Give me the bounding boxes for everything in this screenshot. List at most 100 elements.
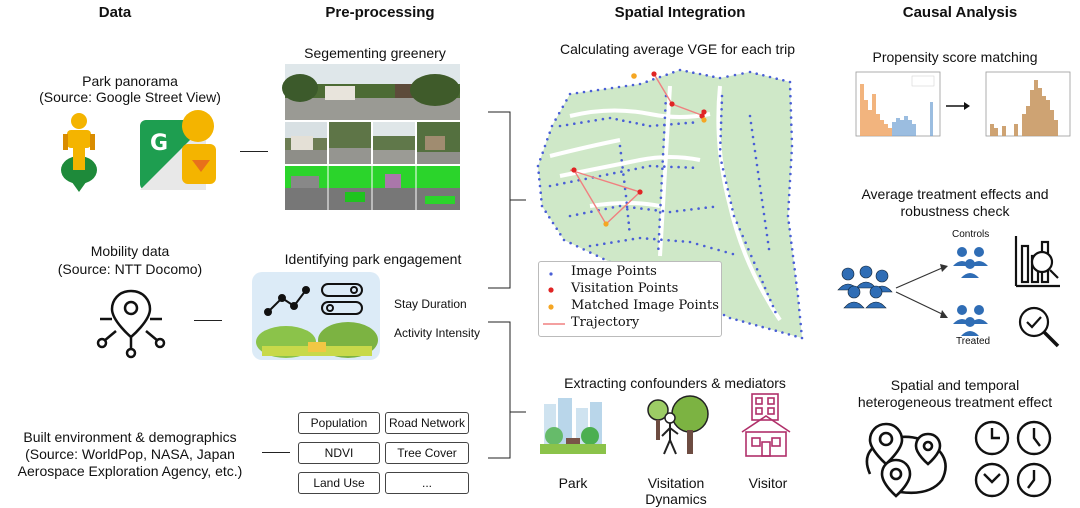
image-point — [763, 219, 767, 223]
image-point — [748, 322, 751, 325]
identifying-engagement-title: Identifying park engagement — [284, 251, 462, 267]
image-point — [575, 245, 579, 248]
image-point — [718, 76, 722, 80]
activity-intensity-label: Activity Intensity — [394, 326, 481, 340]
image-point — [726, 188, 730, 191]
image-point — [658, 225, 661, 229]
clocks-icon — [974, 420, 1052, 498]
image-point — [538, 178, 541, 181]
image-point — [660, 238, 663, 241]
image-point — [602, 257, 605, 261]
image-point — [613, 171, 616, 175]
stay-duration-label: Stay Duration — [394, 297, 467, 311]
psm-title: Propensity score matching — [872, 49, 1038, 65]
image-point — [795, 281, 798, 284]
dynamics-label: Dynamics — [645, 491, 707, 507]
image-point — [624, 239, 627, 242]
image-point — [794, 274, 797, 278]
visitor-label: Visitor — [748, 475, 788, 491]
image-point — [796, 294, 800, 298]
ate-title-1: Average treatment effects and — [861, 186, 1049, 202]
image-point — [653, 237, 656, 241]
image-point — [697, 207, 700, 210]
image-point — [588, 244, 592, 248]
built-environment-title: Built environment & demographics — [23, 429, 237, 445]
image-point — [692, 71, 695, 74]
image-point — [756, 170, 760, 174]
image-point — [620, 159, 623, 162]
image-point — [652, 78, 655, 81]
image-point — [704, 206, 707, 209]
image-point — [723, 174, 726, 178]
image-point — [563, 181, 566, 185]
image-point — [617, 85, 621, 89]
street-view-logo-icon: G — [140, 110, 216, 190]
image-point — [789, 102, 792, 105]
image-point — [788, 179, 792, 183]
image-point — [658, 218, 662, 221]
image-point — [751, 135, 755, 139]
image-point — [775, 77, 778, 80]
header-preprocessing: Pre-processing — [325, 4, 435, 21]
image-point — [754, 156, 758, 160]
image-point — [608, 116, 612, 120]
image-point — [665, 73, 668, 76]
built-environment-source-2: Aerospace Exploration Agency, etc.) — [17, 463, 243, 479]
image-point — [744, 241, 747, 244]
image-point — [795, 288, 799, 291]
image-point — [662, 138, 666, 141]
image-point — [575, 91, 579, 95]
image-point — [595, 243, 599, 247]
image-point — [698, 72, 702, 76]
image-point — [580, 121, 583, 124]
image-point — [660, 189, 663, 192]
image-point — [557, 111, 561, 115]
image-point — [797, 301, 800, 305]
image-point — [787, 221, 791, 224]
image-point — [684, 166, 687, 169]
image-point — [667, 239, 670, 242]
image-point — [558, 124, 562, 128]
image-point — [647, 208, 650, 211]
image-point — [638, 236, 642, 240]
image-point — [695, 242, 699, 246]
panorama-image — [282, 64, 460, 120]
image-point — [611, 206, 615, 209]
image-point — [726, 75, 729, 78]
park-map — [536, 68, 804, 340]
image-point — [662, 131, 666, 134]
image-point — [648, 124, 652, 128]
image-point — [663, 116, 667, 120]
image-point — [658, 75, 662, 79]
image-point — [627, 221, 630, 224]
image-point — [603, 242, 606, 245]
image-point — [790, 248, 794, 251]
image-point — [677, 165, 680, 169]
image-point — [789, 158, 793, 162]
image-point — [768, 75, 772, 79]
image-point — [631, 237, 635, 241]
image-point — [674, 239, 677, 243]
image-point — [618, 144, 622, 148]
image-point — [728, 316, 732, 320]
image-point — [675, 209, 679, 213]
header-data: Data — [98, 4, 132, 21]
image-point — [628, 228, 631, 231]
image-point — [719, 121, 723, 124]
image-point — [663, 123, 666, 127]
image-point — [548, 184, 552, 188]
segmentation-images-row — [285, 166, 460, 210]
image-point — [691, 121, 695, 124]
image-point — [774, 310, 777, 314]
image-point — [793, 268, 796, 271]
image-point — [790, 144, 794, 148]
image-point — [622, 173, 625, 176]
map-legend: Image Points Visitation Points Matched I… — [538, 261, 722, 337]
image-point — [670, 123, 673, 126]
image-point — [603, 87, 607, 91]
magnifier-check-icon — [1018, 306, 1060, 348]
split-arrows — [895, 264, 948, 318]
image-point — [771, 304, 775, 308]
image-point — [721, 168, 725, 171]
image-point — [582, 248, 585, 251]
